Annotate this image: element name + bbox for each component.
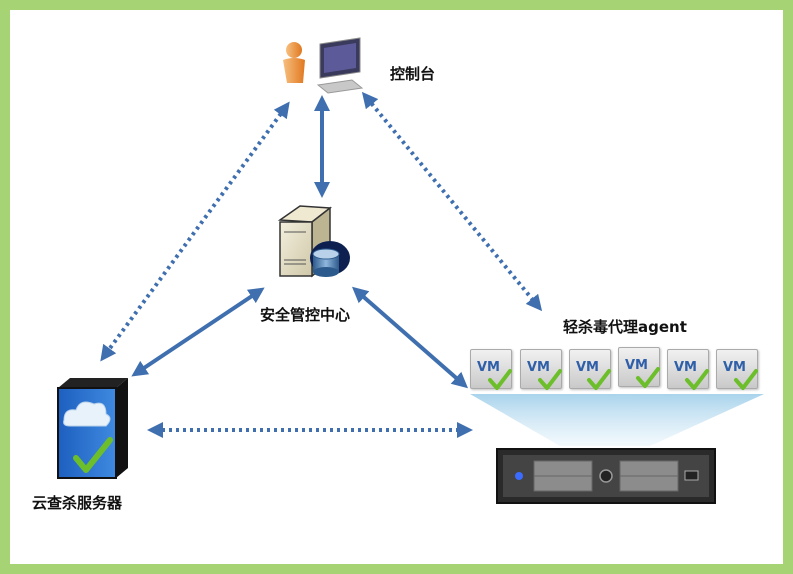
computer-icon [316, 37, 364, 94]
vm-box: VM [520, 349, 562, 390]
link-management-agent [351, 286, 469, 389]
vm-box: VM [470, 349, 512, 390]
management-center-label: 安全管控中心 [260, 306, 351, 324]
link-console-cloud [100, 101, 290, 362]
link-console-agent [361, 91, 543, 312]
checkmark-icon [488, 369, 512, 390]
vm-box: VM [618, 347, 660, 388]
vm-fan [470, 394, 764, 446]
checkmark-icon [587, 369, 611, 390]
vm-box: VM [716, 349, 758, 390]
server-database-icon [277, 205, 350, 278]
vm-label: VM [527, 360, 550, 375]
console-label: 控制台 [390, 65, 436, 83]
vm-box: VM [667, 349, 709, 390]
link-management-cloud [131, 287, 265, 377]
cloud-server-icon [57, 378, 128, 479]
checkmark-icon [734, 369, 758, 390]
checkmark-icon [636, 367, 660, 388]
vm-label: VM [625, 358, 648, 373]
cloud-server-label: 云查杀服务器 [32, 494, 123, 512]
vm-label: VM [477, 360, 500, 375]
checkmark-icon [538, 369, 562, 390]
checkmark-icon [685, 369, 709, 390]
vm-label: VM [723, 360, 746, 375]
vm-label: VM [576, 360, 599, 375]
user-icon [283, 42, 305, 83]
vm-box: VM [569, 349, 611, 390]
vm-label: VM [674, 360, 697, 375]
host-server-icon [496, 448, 716, 504]
agent-label: 轻杀毒代理agent [563, 318, 687, 336]
